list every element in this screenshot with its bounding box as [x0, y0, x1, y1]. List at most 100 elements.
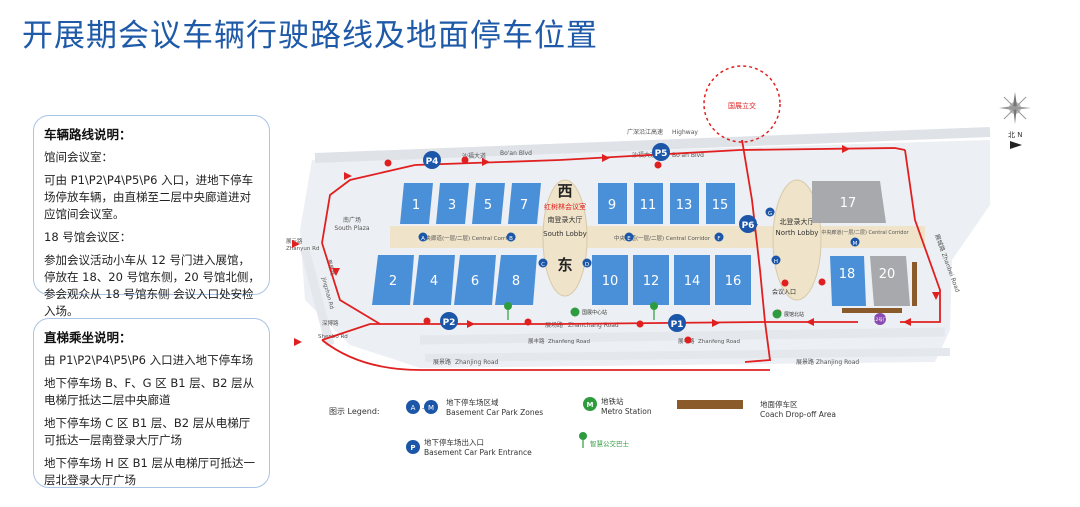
route-arrows — [292, 145, 940, 346]
zone-m-label: M — [853, 241, 858, 247]
hall-label-5: 5 — [484, 198, 492, 213]
legend-entrance-icon — [406, 440, 420, 454]
zone-d-label: D — [585, 262, 589, 268]
elevator-info-panel: 直梯乘坐说明： 由 P1\P2\P4\P5\P6 入口进入地下停车场 地下停车场… — [33, 318, 270, 488]
guozhan-interchange-label: 国展立交 — [728, 101, 756, 110]
road-top-left: 沙福大道 — [462, 152, 486, 160]
route-arrow-icon — [712, 319, 720, 327]
hall-2 — [372, 255, 414, 305]
route-arrow-icon — [332, 268, 340, 276]
route-west — [321, 242, 381, 325]
metro-station-icon — [570, 307, 580, 317]
hall-label-9: 9 — [608, 198, 616, 213]
p2-label: P2 — [443, 318, 456, 328]
legend-zone-cn: 地下停车场区域 — [446, 397, 499, 407]
north-lobby — [772, 179, 822, 301]
hall-3 — [436, 183, 469, 224]
zhanjing-road — [424, 348, 951, 362]
stop-marker-icon — [461, 156, 469, 164]
hall-label-3: 3 — [448, 198, 456, 213]
route-arrow-icon — [467, 320, 475, 328]
route-outer-south — [321, 339, 770, 371]
hall-20 — [870, 256, 910, 306]
hall-label-20: 20 — [879, 267, 896, 282]
metro-stations: 国展中心站 展馆北站 — [504, 302, 804, 320]
legend-metro-cn: 地铁站 — [601, 396, 624, 406]
hall-label-1: 1 — [412, 198, 420, 213]
guozhan-interchange-circle — [703, 65, 781, 143]
zone-e-label: E — [627, 236, 631, 242]
corridor-label-north: 中央廊道(一层/二层) Central Corridor — [821, 229, 909, 236]
legend-coach-swatch — [677, 400, 743, 409]
p6-label: P6 — [742, 221, 755, 231]
red-meeting-room: 红树林会议室 — [544, 202, 586, 211]
zone-c-icon — [538, 258, 548, 268]
route-arrow-icon — [806, 318, 814, 326]
hall-8 — [495, 255, 537, 305]
road-west-left: 展云路 — [286, 237, 303, 245]
north-lobby-cn: 北登录大厅 — [780, 217, 815, 226]
road-zhanjing-2: 展景路 Zhanjing Road — [796, 358, 859, 366]
p1-label: P1 — [671, 320, 684, 330]
zone-h-label: H — [774, 259, 778, 265]
road-zhanchang: 展场路 — [545, 321, 563, 329]
route-arrow-icon — [842, 145, 850, 153]
hall-label-7: 7 — [520, 198, 528, 213]
route-arrow-icon — [344, 172, 352, 180]
zone-c-label: C — [541, 262, 545, 268]
south-plaza-en: South Plaza — [334, 225, 369, 232]
hall-label-11: 11 — [640, 198, 657, 213]
metro-station-icon — [772, 309, 782, 319]
door-12-label: 12号门 — [873, 316, 888, 323]
route-para-4: 参加会议活动小车从 12 号门进入展馆，停放在 18、20 号馆东侧，20 号馆… — [44, 253, 260, 318]
parking-p2-icon — [440, 312, 458, 330]
legend-m-icon-text: M — [587, 401, 594, 409]
route-arrow-icon — [482, 158, 490, 166]
road-zhanjing-1: 展景路 — [433, 358, 451, 366]
route-arrow-icon — [903, 318, 911, 326]
parking-p5-icon — [652, 143, 670, 161]
hall-9 — [598, 183, 627, 224]
elevator-para-3: 地下停车场 C 区 B1 层、B2 层从电梯厅可抵达一层南登录大厅广场 — [44, 416, 251, 447]
zone-b-label: B — [509, 236, 513, 242]
south-plaza-cn: 南广场 — [343, 216, 361, 224]
route-para-1: 馆间会议室： — [44, 150, 113, 164]
road-zhanfeng-2-en: Zhanfeng Road — [698, 339, 740, 345]
legend-zone-a-icon — [406, 400, 420, 414]
hall-6 — [454, 255, 496, 305]
stop-marker-icon — [384, 159, 392, 167]
west-char: 西 — [557, 182, 572, 200]
metro-label-1: 国展中心站 — [582, 309, 607, 316]
hall-12 — [633, 255, 669, 305]
route-arrow-icon — [932, 292, 940, 300]
stop-marker-icon — [781, 279, 789, 287]
bus-stop-icon — [504, 302, 512, 310]
stop-marker-icon — [818, 278, 826, 286]
route-east — [900, 149, 941, 323]
route-arrow-icon — [294, 338, 302, 346]
zone-d-icon — [582, 258, 592, 268]
road-zhanchang-en: Zhanchang Road — [568, 322, 619, 329]
hall-label-8: 8 — [512, 274, 520, 289]
hall-13 — [670, 183, 699, 224]
page-title: 开展期会议车辆行驶路线及地面停车位置 — [22, 18, 598, 54]
hall-label-4: 4 — [430, 274, 438, 289]
parking-p6-icon — [739, 215, 757, 233]
coach-dropoff-area-east — [912, 262, 917, 306]
legend-coach-cn: 地面停车区 — [760, 399, 798, 409]
zhanfeng-road — [419, 327, 946, 345]
legend-metro-icon — [583, 397, 597, 411]
elevator-para-1: 由 P1\P2\P4\P5\P6 入口进入地下停车场 — [44, 353, 254, 367]
road-zhanfeng-1-en: Zhanfeng Road — [548, 339, 590, 345]
hall-7 — [508, 183, 541, 224]
hall-18 — [830, 256, 866, 306]
hall-label-10: 10 — [602, 274, 619, 289]
bus-stop-icon — [650, 302, 658, 310]
legend-bus-cn: 智慧公交巴士 — [590, 439, 630, 448]
road-top-right-en: Bo'an Blvd — [672, 152, 704, 159]
legend-p-icon-text: P — [410, 444, 415, 452]
halls-east-bottom: 10 12 14 16 — [592, 255, 751, 305]
hall-14 — [674, 255, 710, 305]
route-para-3: 18 号馆会议区： — [44, 230, 132, 244]
